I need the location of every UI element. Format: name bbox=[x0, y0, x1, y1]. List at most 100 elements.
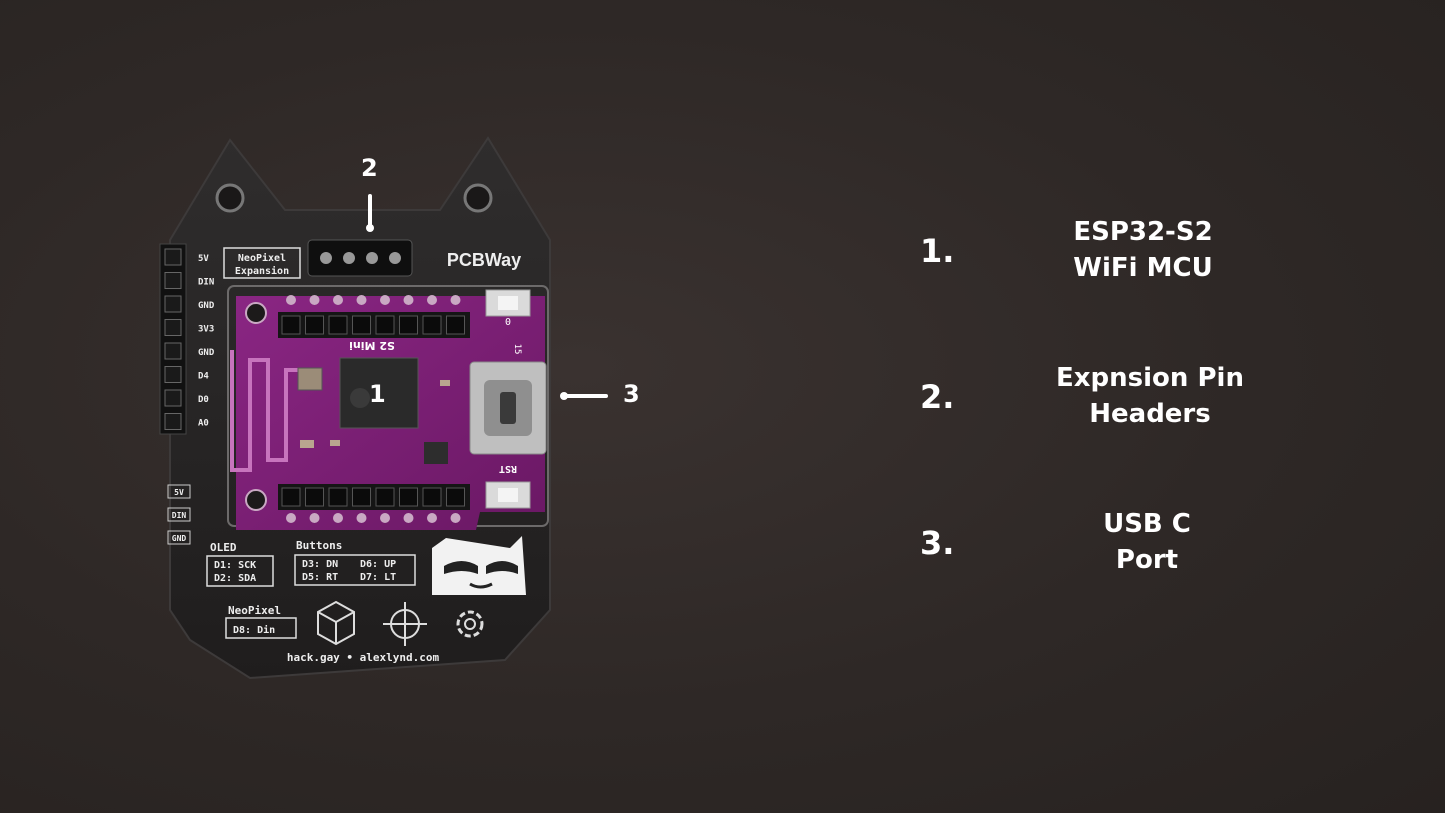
left-pin-label: A0 bbox=[198, 419, 209, 429]
s2-mini-module: S2 Mini 0 RST 15 bbox=[230, 289, 547, 530]
legend-text-2-line-2: Headers bbox=[1089, 399, 1211, 429]
cube-icon bbox=[317, 600, 355, 646]
buttons-pin-4: D7: LT bbox=[360, 572, 396, 583]
left-pin-label: DIN bbox=[198, 278, 214, 288]
small-pin-box bbox=[167, 530, 191, 545]
module-pin bbox=[328, 315, 348, 335]
left-pin-label: GND bbox=[198, 348, 215, 358]
left-pin-label: 3V3 bbox=[198, 325, 214, 335]
buttons-pin-3: D5: RT bbox=[302, 572, 338, 583]
solder-joint bbox=[286, 513, 296, 523]
oled-pin-box: OLED D1: SCK D2: SDA bbox=[206, 541, 274, 587]
module-pin bbox=[352, 487, 371, 507]
module-pin bbox=[446, 487, 465, 507]
legend-text-2-line-1: Expnsion Pin bbox=[1056, 363, 1244, 393]
buttons-pin-2: D6: UP bbox=[360, 559, 396, 570]
solder-joint bbox=[333, 513, 343, 523]
small-pin-box bbox=[167, 484, 191, 499]
solder-joint bbox=[356, 513, 367, 523]
module-pin bbox=[281, 487, 301, 507]
rst-button-label: RST bbox=[499, 463, 517, 474]
buttons-pin-box: Buttons D3: DN D6: UP D5: RT D7: LT bbox=[294, 539, 416, 586]
left-header-pin bbox=[164, 295, 182, 313]
left-pin-header bbox=[159, 243, 187, 435]
neopixel-title: NeoPixel bbox=[228, 604, 281, 617]
solder-joint bbox=[333, 295, 343, 305]
buttons-pin-1: D3: DN bbox=[302, 559, 338, 570]
legend-text-1-line-1: ESP32-S2 bbox=[1073, 217, 1213, 247]
crosshair-icon bbox=[383, 602, 427, 646]
left-pin-label: D0 bbox=[198, 395, 209, 405]
left-header-pin bbox=[164, 366, 182, 383]
legend-text-3-line-2: Port bbox=[1115, 545, 1179, 575]
module-pin bbox=[422, 315, 442, 335]
small-pin-label: GND bbox=[172, 534, 187, 543]
oled-pin-2: D2: SDA bbox=[214, 573, 256, 584]
buttons-title: Buttons bbox=[296, 539, 342, 552]
solder-joint bbox=[380, 295, 390, 305]
module-pin bbox=[281, 315, 301, 335]
solder-joint bbox=[309, 295, 320, 305]
solder-joint bbox=[427, 513, 437, 523]
solder-joint bbox=[427, 295, 437, 305]
module-pin bbox=[305, 487, 324, 507]
mounting-hole-right bbox=[463, 183, 493, 213]
module-pin bbox=[305, 315, 324, 335]
cat-logo bbox=[432, 536, 526, 595]
legend-number-3: 3. bbox=[920, 524, 955, 562]
module-pin bbox=[399, 487, 418, 507]
small-pin-label: 5V bbox=[174, 488, 184, 497]
solder-joint bbox=[450, 295, 461, 305]
module-name-label: S2 Mini bbox=[349, 339, 395, 352]
callout-1: 1 bbox=[369, 380, 386, 408]
left-pin-label: GND bbox=[198, 301, 215, 311]
left-pin-label: 5V bbox=[198, 254, 209, 264]
usb-c-port bbox=[469, 361, 547, 455]
led-pin-label: 15 bbox=[512, 344, 522, 355]
left-header-pin bbox=[164, 248, 182, 266]
boot-button-label: 0 bbox=[505, 315, 511, 326]
solder-joint bbox=[450, 513, 461, 523]
module-pin bbox=[399, 315, 418, 335]
rst-button bbox=[485, 481, 531, 509]
left-header-pin bbox=[164, 342, 182, 360]
module-pin bbox=[328, 487, 348, 507]
legend-text-3-line-1: USB C bbox=[1103, 509, 1191, 539]
oled-pin-1: D1: SCK bbox=[214, 560, 256, 571]
module-pin bbox=[422, 487, 442, 507]
solder-joint bbox=[403, 295, 414, 305]
left-header-pin bbox=[164, 272, 182, 289]
solder-joint bbox=[286, 295, 296, 305]
boot-button bbox=[485, 289, 531, 317]
legend-text-2: Expnsion Pin Headers bbox=[990, 360, 1310, 432]
expansion-pin-header bbox=[307, 239, 413, 277]
gear-icon bbox=[456, 610, 484, 638]
left-pin-label: D4 bbox=[198, 372, 209, 382]
left-header-pin bbox=[164, 389, 182, 407]
module-pin bbox=[446, 315, 465, 335]
legend-text-1-line-2: WiFi MCU bbox=[1073, 253, 1213, 283]
legend-text-3: USB C Port bbox=[987, 506, 1307, 578]
wifi-antenna-trace bbox=[230, 350, 304, 472]
solder-joint bbox=[380, 513, 390, 523]
legend-text-1: ESP32-S2 WiFi MCU bbox=[983, 214, 1303, 286]
pcbway-logo: PCBWay bbox=[447, 250, 521, 270]
module-pin bbox=[375, 487, 395, 507]
mounting-hole-left bbox=[215, 183, 245, 213]
neopixel-pin: D8: Din bbox=[233, 624, 275, 636]
board-footer: hack.gay • alexlynd.com bbox=[287, 651, 440, 664]
legend-number-2: 2. bbox=[920, 378, 955, 416]
module-pin bbox=[375, 315, 395, 335]
neopixel-expansion-label-line2: Expansion bbox=[235, 265, 289, 277]
module-pin bbox=[352, 315, 371, 335]
neopixel-expansion-label: NeoPixel Expansion bbox=[223, 247, 301, 279]
solder-joint bbox=[356, 295, 367, 305]
legend-number-1: 1. bbox=[920, 232, 955, 270]
neopixel-pin-box: NeoPixel D8: Din bbox=[225, 604, 297, 639]
oled-title: OLED bbox=[210, 541, 237, 554]
solder-joint bbox=[309, 513, 320, 523]
small-pin-box bbox=[167, 507, 191, 522]
